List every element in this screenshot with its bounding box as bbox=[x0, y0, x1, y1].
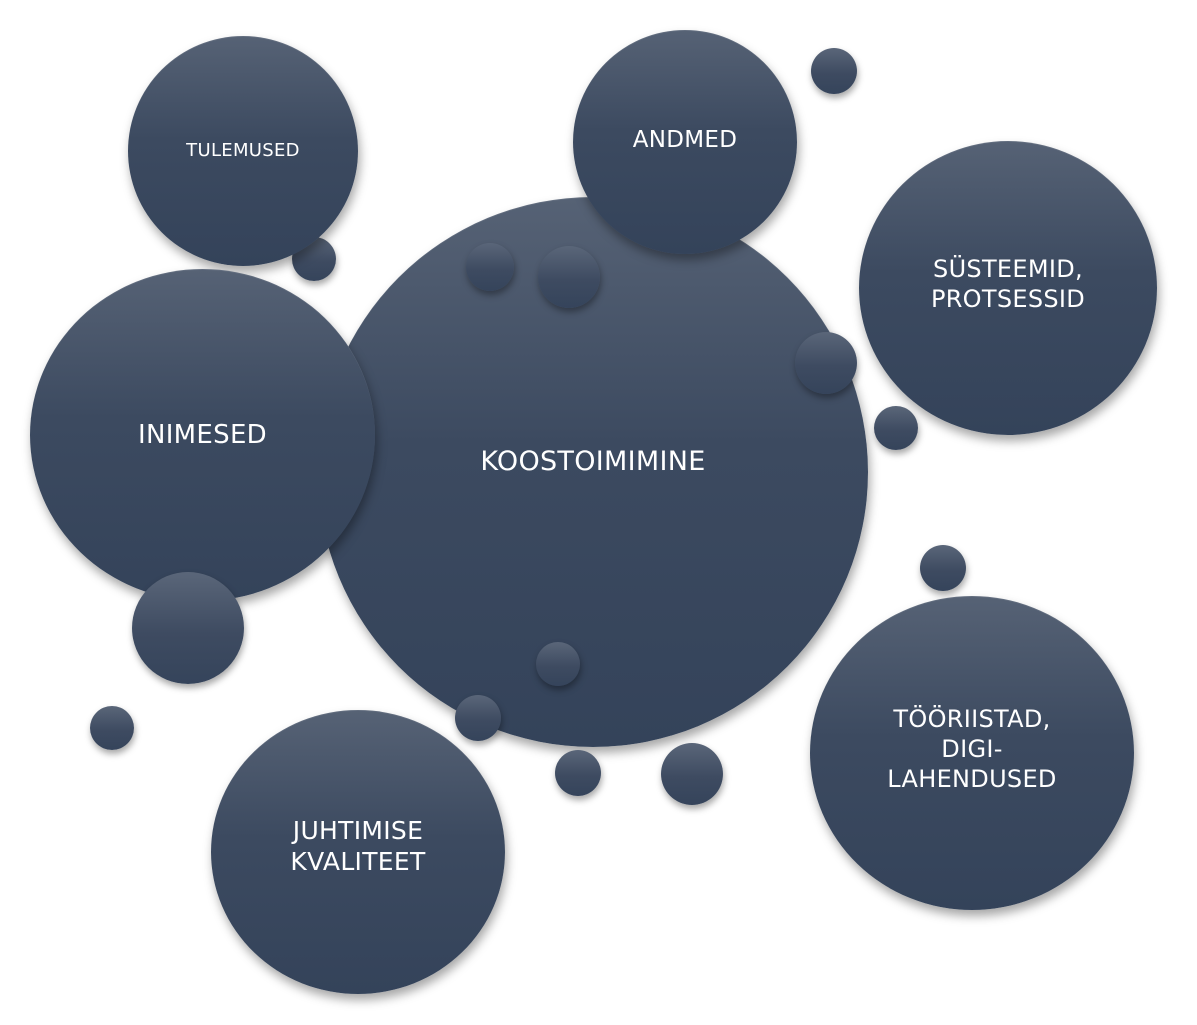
bubble-label-tooriistad-digilahendused: TÖÖRIISTAD, DIGI- LAHENDUSED bbox=[887, 705, 1057, 793]
decorative-bubble bbox=[795, 332, 857, 394]
bubble-label-tulemused: TULEMUSED bbox=[186, 139, 300, 161]
decorative-bubble bbox=[538, 246, 600, 308]
bubble-label-juhtimise-kvaliteet: JUHTIMISE KVALITEET bbox=[290, 815, 426, 876]
bubble-systeemid-protsessid: SÜSTEEMID, PROTSESSID bbox=[859, 141, 1157, 435]
decorative-bubble bbox=[920, 545, 966, 591]
decorative-bubble bbox=[132, 572, 244, 684]
decorative-bubble bbox=[811, 48, 857, 94]
decorative-bubble bbox=[661, 743, 723, 805]
decorative-bubble bbox=[555, 750, 601, 796]
bubble-label-koostoimimine: KOOSTOIMIMINE bbox=[480, 446, 706, 478]
decorative-bubble bbox=[874, 406, 918, 450]
decorative-bubble bbox=[466, 243, 514, 291]
bubble-label-inimesed: INIMESED bbox=[138, 419, 267, 450]
bubble-juhtimise-kvaliteet: JUHTIMISE KVALITEET bbox=[211, 710, 505, 994]
decorative-bubble bbox=[455, 695, 501, 741]
bubble-inimesed: INIMESED bbox=[30, 269, 375, 601]
bubble-tooriistad-digilahendused: TÖÖRIISTAD, DIGI- LAHENDUSED bbox=[810, 596, 1134, 910]
bubble-label-andmed: ANDMED bbox=[632, 126, 738, 153]
bubble-label-systeemid-protsessid: SÜSTEEMID, PROTSESSID bbox=[930, 255, 1086, 313]
bubble-andmed: ANDMED bbox=[573, 30, 797, 254]
decorative-bubble bbox=[90, 706, 134, 750]
decorative-bubble bbox=[536, 642, 580, 686]
bubble-tulemused: TULEMUSED bbox=[128, 36, 358, 266]
